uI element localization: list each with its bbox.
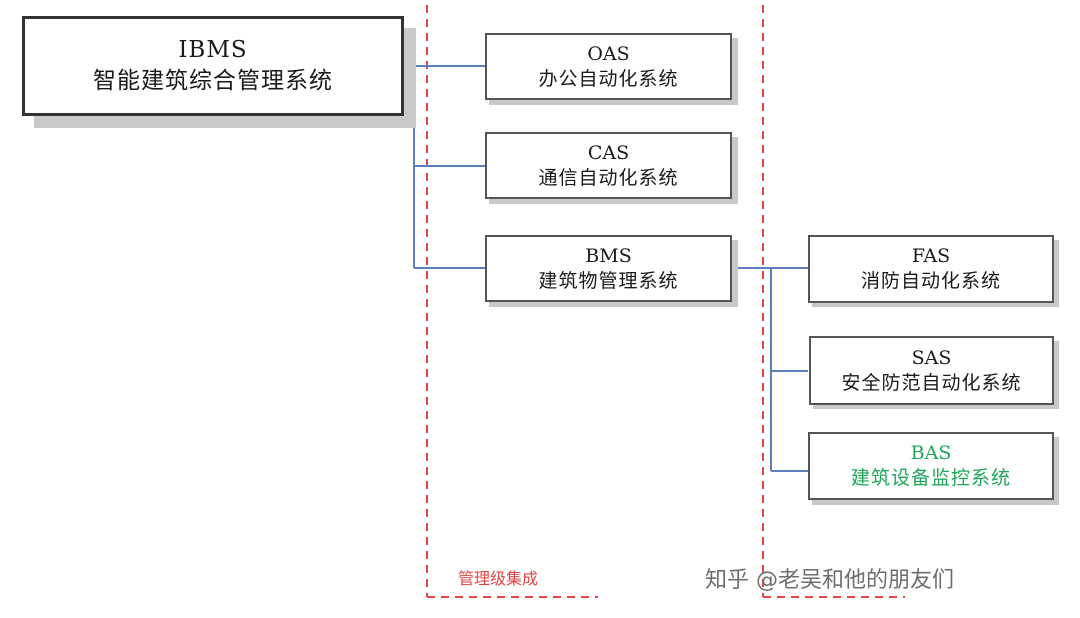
fas-box: FAS 消防自动化系统 <box>808 235 1054 303</box>
region-label: 管理级集成 <box>458 569 539 588</box>
connector-group <box>404 65 808 472</box>
bas-name: 建筑设备监控系统 <box>850 467 1011 489</box>
sas-code: SAS <box>911 346 952 369</box>
bms-name: 建筑物管理系统 <box>538 269 679 292</box>
fas-code: FAS <box>911 245 951 267</box>
bms-box: BMS 建筑物管理系统 <box>485 235 732 302</box>
oas-code: OAS <box>587 42 630 65</box>
oas-box: OAS 办公自动化系统 <box>485 33 732 100</box>
cas-box: CAS 通信自动化系统 <box>485 132 732 199</box>
cas-name: 通信自动化系统 <box>538 166 679 189</box>
fas-name: 消防自动化系统 <box>860 270 1001 292</box>
sas-name: 安全防范自动化系统 <box>841 371 1022 394</box>
dashed-region-boundary <box>426 5 905 598</box>
cas-code: CAS <box>587 141 630 164</box>
bms-code: BMS <box>585 244 632 267</box>
oas-name: 办公自动化系统 <box>538 67 679 90</box>
bas-code: BAS <box>910 442 952 464</box>
sas-box: SAS 安全防范自动化系统 <box>809 336 1054 405</box>
ibms-box: IBMS 智能建筑综合管理系统 <box>22 16 404 116</box>
bas-box: BAS 建筑设备监控系统 <box>808 432 1054 500</box>
ibms-code: IBMS <box>178 37 248 63</box>
watermark-text: 知乎 @老吴和他的朋友们 <box>705 568 954 593</box>
ibms-name: 智能建筑综合管理系统 <box>93 68 333 94</box>
